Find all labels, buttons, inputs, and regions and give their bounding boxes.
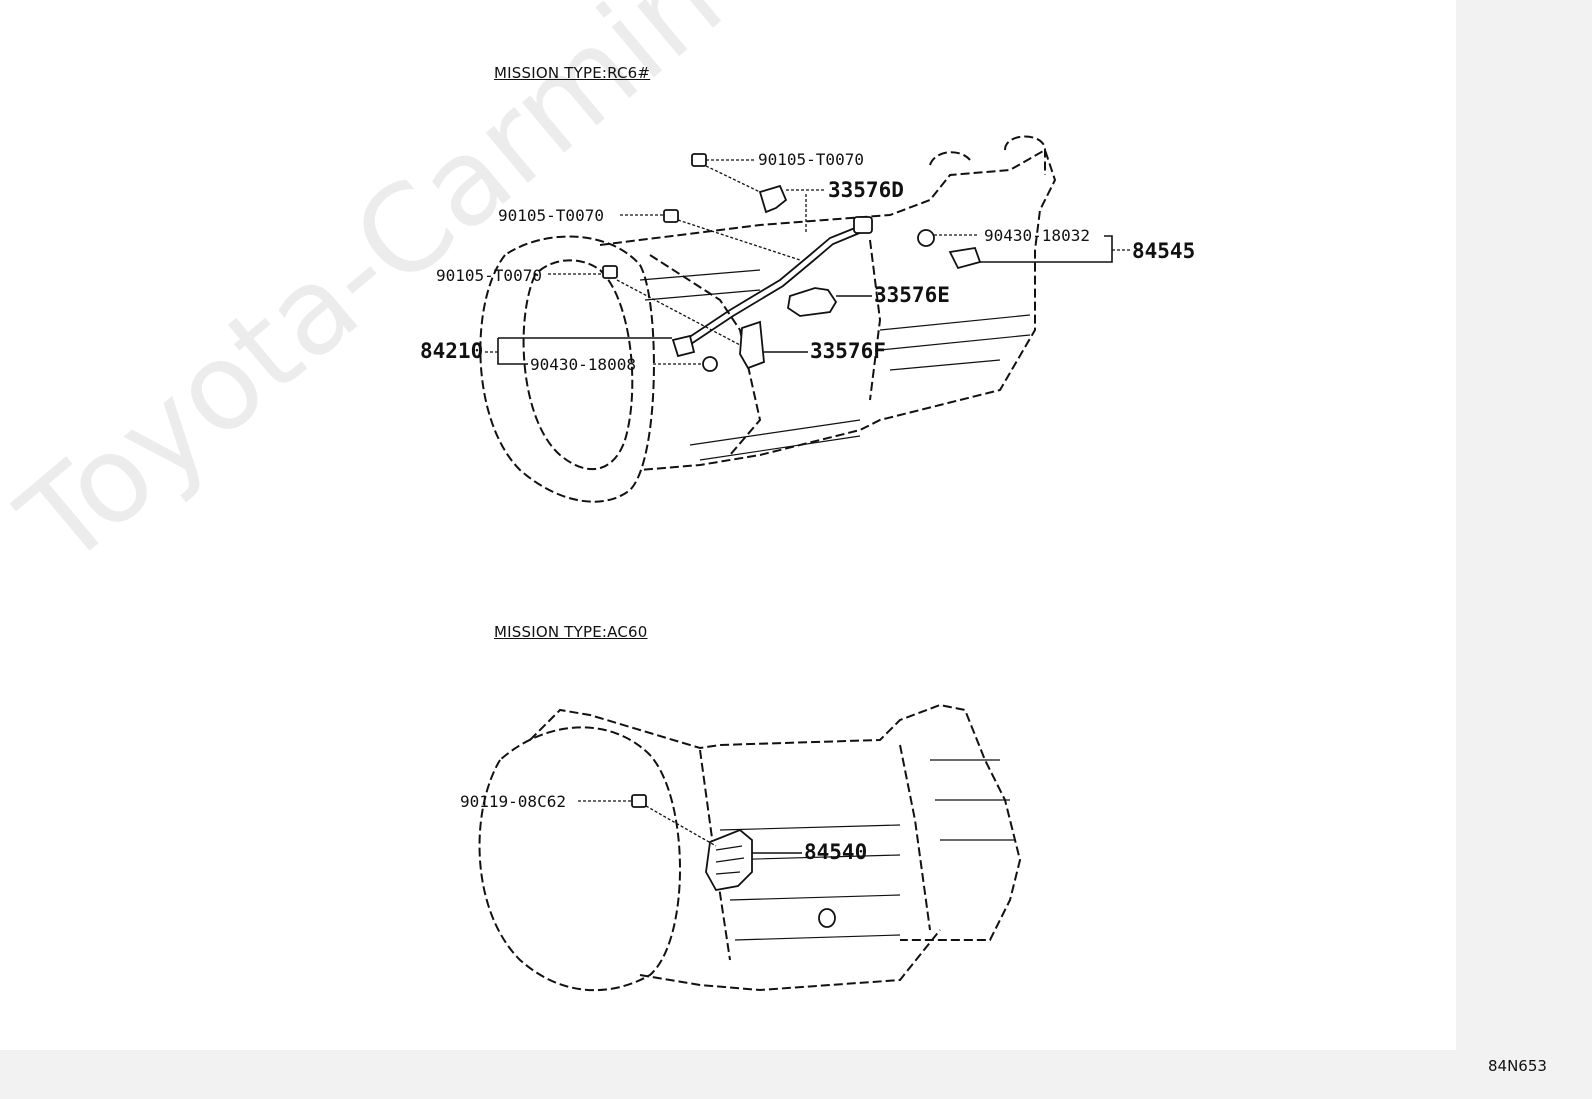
section-title-ac60: MISSION TYPE:AC60 <box>494 623 648 641</box>
callouts-ac60: 90119-08C62 84540 <box>460 792 867 864</box>
bottom-strip <box>0 1050 1592 1099</box>
leader-lines-ac60 <box>578 800 802 854</box>
transmission-rc6-drawing <box>479 135 1057 503</box>
leader-lines-rc6 <box>485 159 1130 365</box>
callout-90430-18008: 90430-18008 <box>530 355 636 374</box>
callout-33576e: 33576E <box>874 283 950 307</box>
transmission-ac60-drawing <box>478 703 1022 992</box>
callout-84210: 84210 <box>420 339 483 363</box>
callout-90105-t0070-top: 90105-T0070 <box>758 150 864 169</box>
callout-33576f: 33576F <box>810 339 886 363</box>
callout-33576d: 33576D <box>828 178 904 202</box>
callout-90430-18032: 90430-18032 <box>984 226 1090 245</box>
callout-84540: 84540 <box>804 840 867 864</box>
figure-code: 84N653 <box>1488 1057 1547 1075</box>
callout-90105-t0070-mid: 90105-T0070 <box>498 206 604 225</box>
callouts-rc6: 90105-T0070 33576D 90105-T0070 90105-T00… <box>420 150 1195 374</box>
right-gutter <box>1456 0 1592 1050</box>
parts-diagram: 90105-T0070 33576D 90105-T0070 90105-T00… <box>420 135 1195 992</box>
callout-90105-t0070-low: 90105-T0070 <box>436 266 542 285</box>
callout-90119-08c62: 90119-08C62 <box>460 792 566 811</box>
section-title-rc6: MISSION TYPE:RC6# <box>494 64 651 82</box>
callout-84545: 84545 <box>1132 239 1195 263</box>
